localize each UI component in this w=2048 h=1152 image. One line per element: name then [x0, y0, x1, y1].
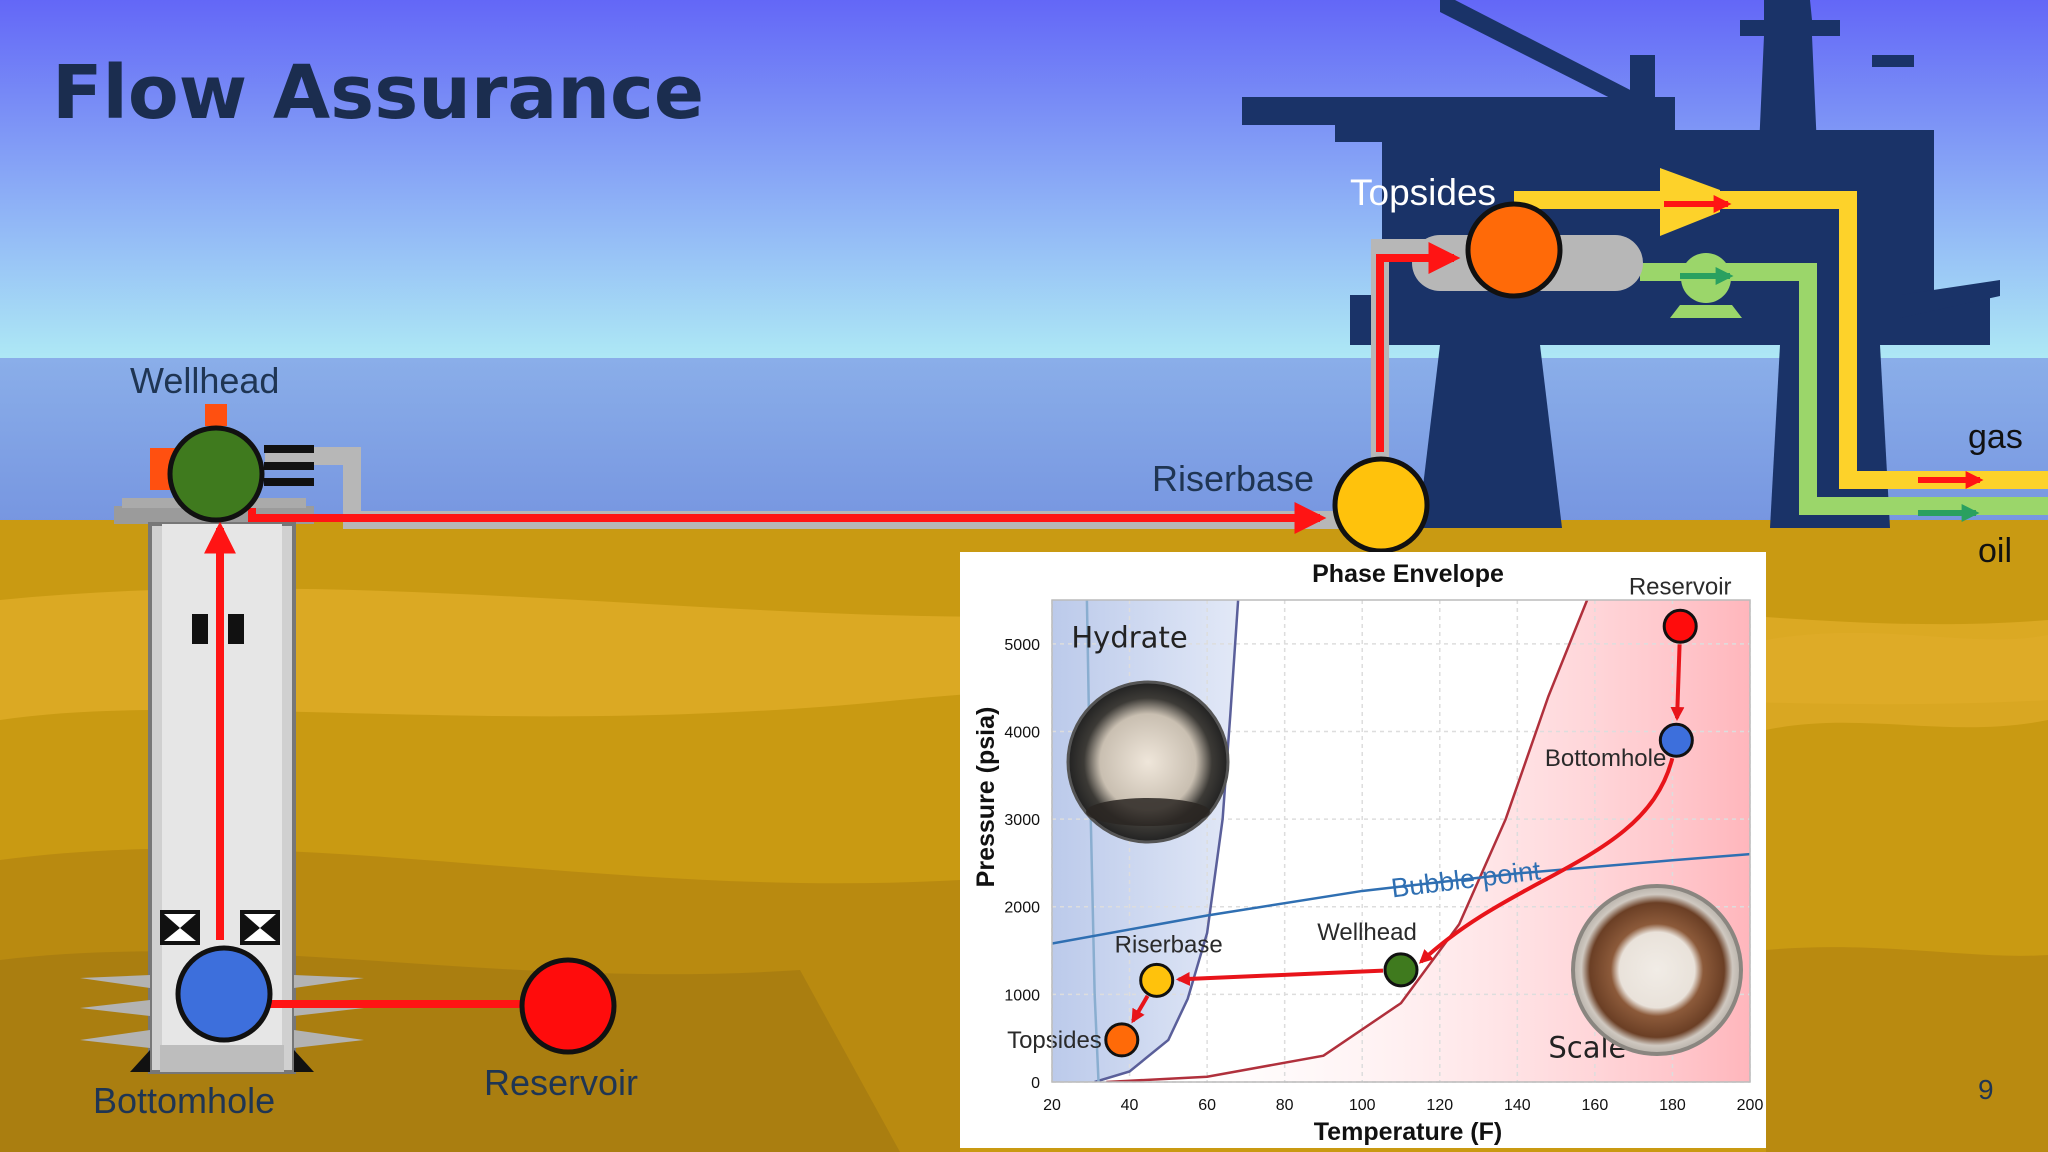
riserbase-point-label: Riserbase	[1115, 931, 1223, 958]
x-axis-label: Temperature (F)	[1314, 1118, 1502, 1146]
x-tick-label: 160	[1582, 1097, 1609, 1114]
slide-title: Flow Assurance	[52, 50, 705, 136]
riserbase-point	[1139, 962, 1175, 998]
topsides-point-label: Topsides	[1007, 1027, 1102, 1054]
bottomhole-node	[175, 945, 273, 1043]
y-tick-label: 5000	[1004, 637, 1040, 654]
bubble-point-line	[1052, 852, 1750, 945]
x-tick-label: 180	[1659, 1097, 1686, 1114]
y-tick-label: 2000	[1004, 900, 1040, 917]
process-path-arrow	[1131, 994, 1150, 1024]
seabed-band-right-light	[1766, 632, 2048, 730]
sea	[0, 358, 2048, 530]
x-tick-label: 200	[1737, 1097, 1764, 1114]
x-tick-label: 140	[1504, 1097, 1531, 1114]
plot-frame	[1051, 599, 1751, 1083]
hydrate-sample-deposit	[1086, 798, 1210, 826]
scale-sample-photo	[1571, 884, 1743, 1056]
y-axis-label: Pressure (psia)	[972, 707, 1000, 888]
riserbase-node	[1332, 456, 1430, 554]
oil-label: oil	[1978, 532, 2013, 570]
reservoir-node	[519, 957, 617, 1055]
wellhead-label: Wellhead	[130, 360, 280, 401]
y-tick-label: 3000	[1004, 812, 1040, 829]
wellhead-point	[1383, 952, 1419, 988]
process-path-arrow	[1175, 968, 1384, 986]
phase-boundary-line	[1094, 600, 1240, 1082]
topsides-node	[1465, 201, 1563, 299]
gas-label: gas	[1968, 418, 2023, 456]
x-tick-label: 60	[1198, 1097, 1216, 1114]
reservoir-label: Reservoir	[484, 1062, 639, 1103]
topsides-point	[1104, 1022, 1140, 1058]
wellhead-node	[167, 425, 265, 523]
wellhead-point-label: Wellhead	[1317, 919, 1417, 946]
x-tick-label: 80	[1276, 1097, 1294, 1114]
seabed-band-right	[1766, 947, 2048, 1152]
page-number: 9	[1978, 1074, 1994, 1105]
reservoir-point	[1662, 608, 1698, 644]
y-tick-label: 0	[1031, 1075, 1040, 1092]
x-tick-label: 100	[1349, 1097, 1376, 1114]
hydrate-region-label: Hydrate	[1071, 620, 1187, 654]
y-tick-label: 1000	[1004, 987, 1040, 1004]
bottomhole-point	[1658, 722, 1694, 758]
reservoir-point-label: Reservoir	[1629, 573, 1732, 600]
chart-title: Phase Envelope	[1312, 560, 1504, 588]
pump-base	[1670, 305, 1742, 318]
x-tick-label: 120	[1426, 1097, 1453, 1114]
process-path-arrow	[1418, 757, 1675, 964]
flow-path	[204, 242, 1461, 1020]
x-tick-label: 20	[1043, 1097, 1061, 1114]
x-tick-label: 40	[1121, 1097, 1139, 1114]
y-tick-label: 4000	[1004, 724, 1040, 741]
riserbase-label: Riserbase	[1152, 458, 1315, 499]
topsides-label: Topsides	[1350, 172, 1497, 213]
process-path-arrow	[1670, 644, 1685, 722]
bottomhole-label: Bottomhole	[93, 1080, 276, 1121]
bottomhole-point-label: Bottomhole	[1545, 745, 1666, 772]
